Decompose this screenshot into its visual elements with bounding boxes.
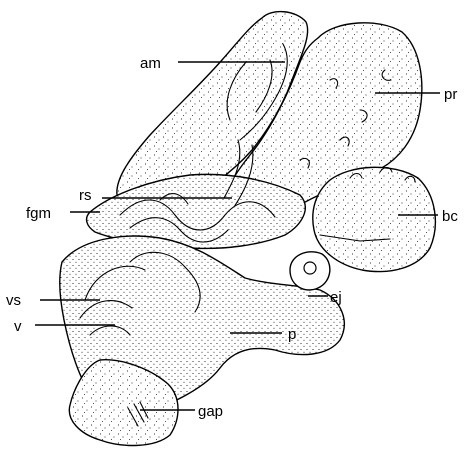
- label-am: am: [140, 55, 161, 72]
- bursa-copulatrix: [313, 167, 436, 271]
- label-p: p: [288, 326, 296, 343]
- label-fgm: fgm: [26, 205, 51, 222]
- label-rs: rs: [79, 187, 92, 204]
- label-gap: gap: [198, 403, 223, 420]
- ejaculatory-duct: [290, 252, 330, 290]
- label-pr: pr: [444, 86, 457, 103]
- label-v: v: [14, 318, 22, 335]
- label-ej: ej: [330, 289, 342, 306]
- label-vs: vs: [6, 292, 21, 309]
- label-bc: bc: [442, 208, 458, 225]
